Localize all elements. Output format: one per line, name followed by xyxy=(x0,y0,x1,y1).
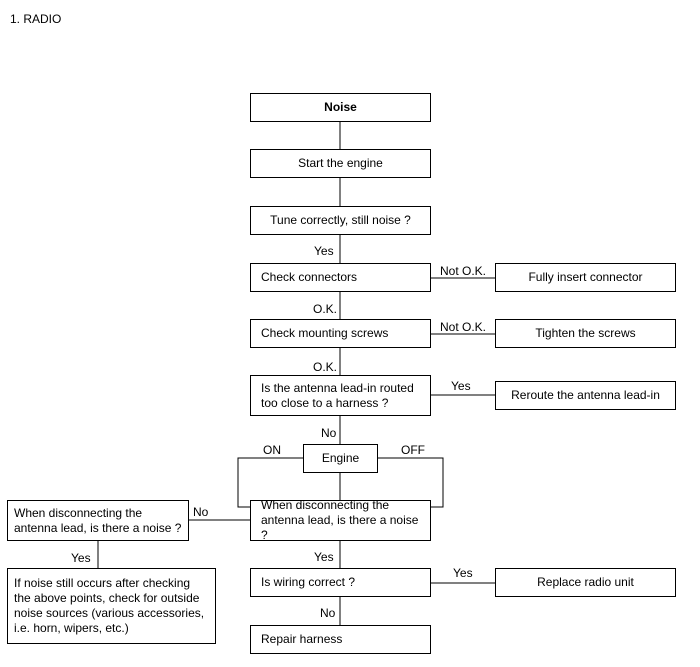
label-not-ok-screws: Not O.K. xyxy=(440,320,487,334)
box-replace-radio: Replace radio unit xyxy=(495,568,676,597)
box-tune-correctly: Tune correctly, still noise ? xyxy=(250,206,431,235)
box-disconnect-main: When disconnecting the antenna lead, is … xyxy=(250,498,431,542)
box-check-connectors: Check connectors xyxy=(250,263,431,292)
box-start-engine: Start the engine xyxy=(250,149,431,178)
label-engine-on: ON xyxy=(263,443,281,457)
box-check-mounting-screws: Check mounting screws xyxy=(250,319,431,348)
label-engine-off: OFF xyxy=(401,443,425,457)
box-noise: Noise xyxy=(250,93,431,122)
box-tighten-screws: Tighten the screws xyxy=(495,319,676,348)
connector-engine-off xyxy=(378,457,444,508)
label-no-disconnect: No xyxy=(193,505,209,519)
box-fully-insert-connector: Fully insert connector xyxy=(495,263,676,292)
box-outside-noise: If noise still occurs after checking the… xyxy=(7,568,216,644)
label-yes-tune: Yes xyxy=(314,244,334,258)
box-engine: Engine xyxy=(303,444,378,473)
label-no-antenna: No xyxy=(321,426,337,440)
box-disconnect-left: When disconnecting the antenna lead, is … xyxy=(7,500,189,541)
label-no-wiring: No xyxy=(320,606,336,620)
box-antenna-routed: Is the antenna lead-in routed too close … xyxy=(250,375,431,416)
box-repair-harness: Repair harness xyxy=(250,625,431,654)
label-not-ok-connectors: Not O.K. xyxy=(440,264,487,278)
label-ok-screws: O.K. xyxy=(313,360,338,374)
box-wiring-correct: Is wiring correct ? xyxy=(250,568,431,597)
box-reroute-antenna: Reroute the antenna lead-in xyxy=(495,381,676,410)
label-yes-wiring: Yes xyxy=(453,566,473,580)
connector-engine-on xyxy=(237,457,303,508)
label-yes-disconnect: Yes xyxy=(314,550,334,564)
label-yes-antenna: Yes xyxy=(451,379,471,393)
label-ok-connectors: O.K. xyxy=(313,302,338,316)
page-title: 1. RADIO xyxy=(10,12,62,26)
label-yes-left: Yes xyxy=(71,551,91,565)
